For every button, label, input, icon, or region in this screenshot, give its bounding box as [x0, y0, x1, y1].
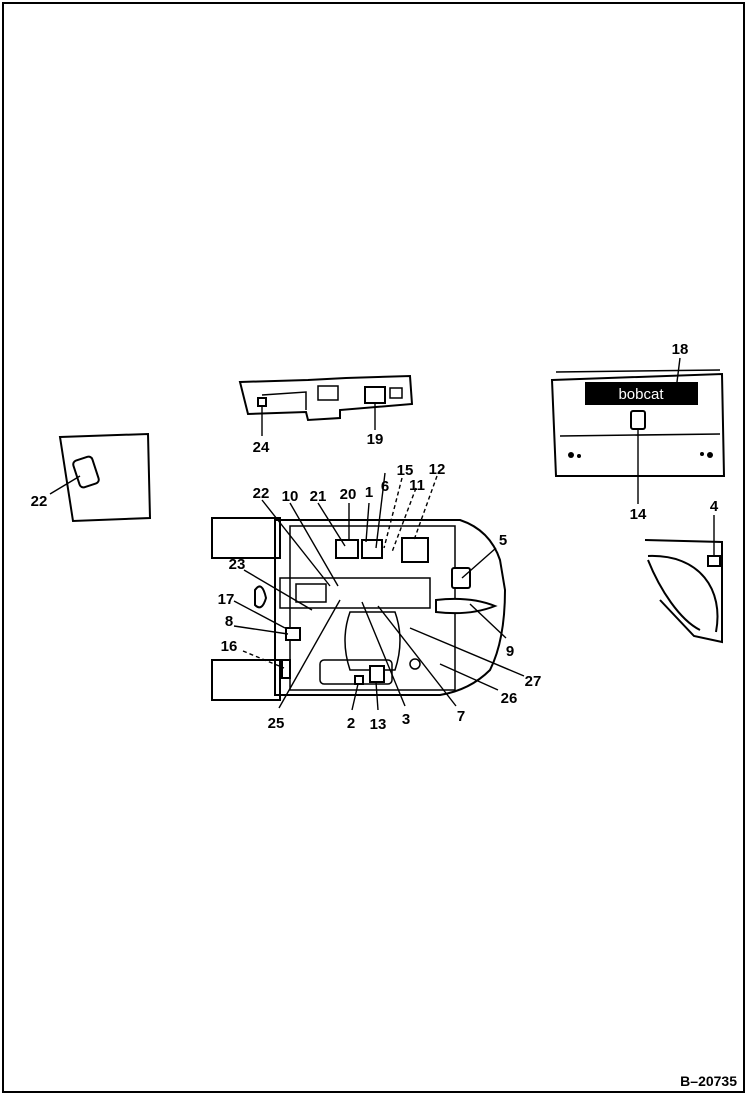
decal-25-panel	[257, 397, 267, 407]
callout-19: 19	[367, 431, 384, 448]
callout-16: 16	[221, 638, 238, 655]
side-panel-view	[49, 432, 152, 523]
leader-lines	[233, 472, 525, 711]
callout-12: 12	[429, 461, 446, 478]
callout-27: 27	[525, 673, 542, 690]
console-panel-view	[238, 374, 414, 436]
callout-9: 9	[506, 643, 514, 660]
callout-11: 11	[409, 477, 425, 494]
figure-id: B–20735	[680, 1073, 737, 1089]
decal-24-main	[254, 585, 268, 609]
fender-view	[644, 515, 723, 644]
decal-13-main	[369, 665, 385, 683]
callout-17: 17	[218, 591, 235, 608]
decal-9-main	[435, 597, 498, 615]
callout-15: 15	[397, 462, 414, 479]
callout-21: 21	[310, 488, 327, 505]
logo-text: bobcat	[618, 386, 664, 403]
decal-5-main	[451, 567, 471, 589]
callout-5: 5	[499, 532, 507, 549]
decal-19-panel	[364, 386, 386, 404]
callout-14: 14	[630, 506, 647, 523]
callout-23: 25	[268, 715, 285, 732]
decal-1-main	[361, 539, 383, 559]
decal-22-side	[72, 455, 100, 489]
callout-10: 10	[282, 488, 299, 505]
callout-6: 6	[381, 478, 389, 495]
callout-7: 7	[457, 708, 465, 725]
callout-20: 20	[340, 486, 357, 503]
callout-18: 18	[672, 341, 689, 358]
callout-13: 13	[370, 716, 387, 733]
callout-22-main: 22	[253, 485, 270, 502]
decal-12-main	[401, 537, 429, 563]
decal-14-door	[630, 410, 646, 430]
callout-22-side: 22	[31, 493, 48, 510]
callout-2: 2	[347, 715, 355, 732]
callout-26: 26	[501, 690, 518, 707]
rear-door-view: bobcat	[550, 357, 726, 504]
decal-16-main	[281, 659, 291, 679]
decal-20-main	[335, 539, 359, 559]
callout-labels: 22 24 19 18 14 4 22 10 21 20 1 6 15 11 1…	[31, 341, 719, 733]
decal-8-main	[285, 627, 301, 641]
callout-8: 8	[225, 613, 233, 630]
callout-1: 1	[365, 484, 373, 501]
machine-top-view	[211, 517, 507, 701]
logo-decal	[585, 382, 698, 405]
callout-25: 24	[253, 439, 270, 456]
callout-4: 4	[710, 498, 719, 515]
decal-4-fender	[707, 555, 721, 567]
callout-3: 3	[402, 711, 410, 728]
decal-2-main	[354, 675, 364, 685]
callout-24: 23	[229, 556, 246, 573]
